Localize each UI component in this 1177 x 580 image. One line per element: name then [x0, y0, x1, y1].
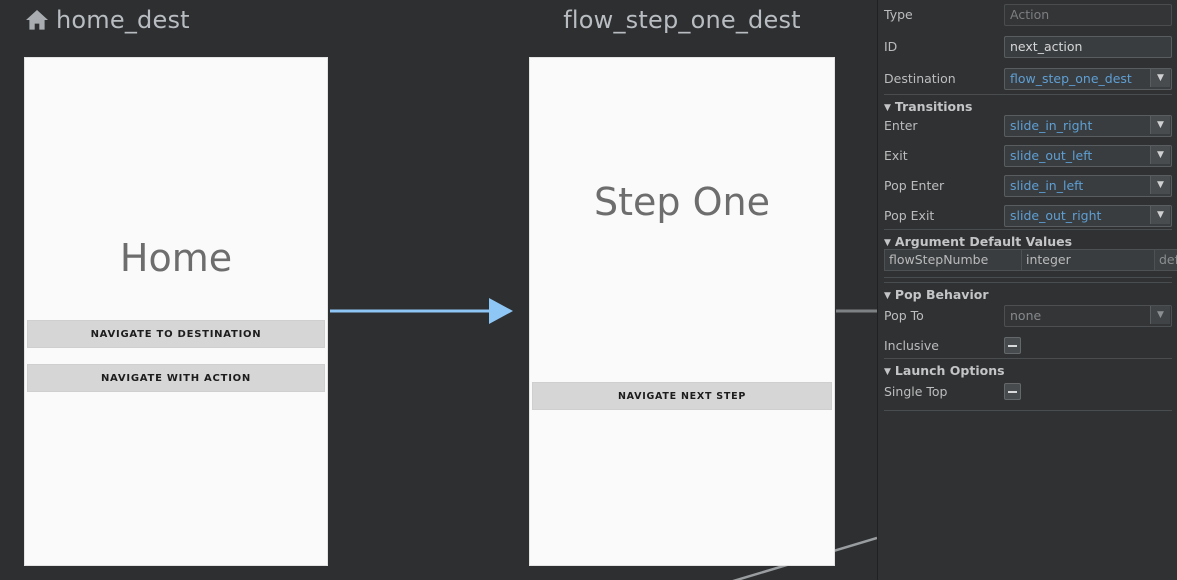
- home-icon: [26, 10, 48, 30]
- property-label-pop-enter: Pop Enter: [884, 178, 945, 193]
- section-separator: [884, 282, 1172, 283]
- id-field[interactable]: next_action: [1004, 36, 1172, 58]
- property-row-type: Type Action: [878, 0, 1177, 30]
- single-top-checkbox[interactable]: [1004, 383, 1021, 400]
- node-title-home-dest: home_dest: [24, 0, 190, 40]
- property-row-pop-enter: Pop Enter slide_in_left ▼: [878, 171, 1177, 201]
- node-title-label: flow_step_one_dest: [563, 6, 801, 34]
- node-title-flow-step-one-dest: flow_step_one_dest: [529, 0, 835, 40]
- navigation-graph-canvas[interactable]: home_dest Home NAVIGATE TO DESTINATION N…: [0, 0, 877, 580]
- preview-button-navigate-with-action[interactable]: NAVIGATE WITH ACTION: [27, 364, 325, 392]
- inclusive-checkbox[interactable]: [1004, 337, 1021, 354]
- property-label-enter: Enter: [884, 118, 918, 133]
- destination-dropdown[interactable]: flow_step_one_dest: [1004, 68, 1172, 90]
- section-title-launch-options: ▼Launch Options: [884, 363, 1005, 378]
- property-row-exit: Exit slide_out_left ▼: [878, 141, 1177, 171]
- chevron-down-icon[interactable]: ▼: [1150, 146, 1170, 164]
- chevron-down-icon[interactable]: ▼: [1150, 116, 1170, 134]
- triangle-down-icon[interactable]: ▼: [884, 291, 891, 301]
- screen-label: Home: [119, 236, 233, 280]
- property-row-inclusive: Inclusive: [878, 331, 1177, 361]
- property-row-pop-exit: Pop Exit slide_out_right ▼: [878, 201, 1177, 231]
- property-label-id: ID: [884, 39, 898, 54]
- node-preview-home-dest: Home NAVIGATE TO DESTINATION NAVIGATE WI…: [25, 58, 327, 565]
- property-row-pop-to: Pop To none ▼: [878, 301, 1177, 331]
- exit-transition-dropdown[interactable]: slide_out_left: [1004, 145, 1172, 167]
- property-row-destination: Destination flow_step_one_dest ▼: [878, 64, 1177, 94]
- chevron-down-icon[interactable]: ▼: [1150, 176, 1170, 194]
- triangle-down-icon[interactable]: ▼: [884, 103, 891, 113]
- preview-button-navigate-next-step[interactable]: NAVIGATE NEXT STEP: [532, 382, 832, 410]
- destination-node-home-dest[interactable]: home_dest Home NAVIGATE TO DESTINATION N…: [24, 0, 328, 568]
- enter-transition-dropdown[interactable]: slide_in_right: [1004, 115, 1172, 137]
- section-title-pop-behavior: ▼Pop Behavior: [884, 287, 989, 302]
- chevron-down-icon[interactable]: ▼: [1150, 69, 1170, 87]
- argument-type-cell[interactable]: integer: [1021, 249, 1155, 271]
- preview-button-navigate-to-destination[interactable]: NAVIGATE TO DESTINATION: [27, 320, 325, 348]
- node-frame-home-dest: Home NAVIGATE TO DESTINATION NAVIGATE WI…: [24, 57, 328, 566]
- section-title-transitions: ▼Transitions: [884, 99, 973, 114]
- property-label-pop-exit: Pop Exit: [884, 208, 935, 223]
- section-pop-behavior[interactable]: ▼Pop Behavior: [878, 282, 1177, 306]
- pop-to-dropdown[interactable]: none: [1004, 305, 1172, 327]
- property-label-single-top: Single Top: [884, 384, 948, 399]
- property-label-type: Type: [884, 7, 913, 22]
- triangle-down-icon[interactable]: ▼: [884, 367, 891, 377]
- section-launch-options[interactable]: ▼Launch Options: [878, 358, 1177, 382]
- node-preview-flow-step-one-dest: Step One NAVIGATE NEXT STEP: [530, 58, 834, 565]
- property-label-destination: Destination: [884, 71, 956, 86]
- section-argument-default-values[interactable]: ▼Argument Default Values: [878, 229, 1177, 253]
- argument-row[interactable]: flowStepNumbe integer default value: [878, 249, 1177, 271]
- type-field[interactable]: Action: [1004, 4, 1172, 26]
- argument-section-bottom-separator: [884, 277, 1172, 278]
- pop-exit-transition-dropdown[interactable]: slide_out_right: [1004, 205, 1172, 227]
- edge-home-to-flow-step-one[interactable]: [330, 298, 513, 324]
- argument-name-cell[interactable]: flowStepNumbe: [884, 249, 1022, 271]
- chevron-down-icon[interactable]: ▼: [1150, 206, 1170, 224]
- chevron-down-icon[interactable]: ▼: [1150, 306, 1170, 324]
- section-separator: [884, 229, 1172, 230]
- screen-label: Step One: [594, 180, 770, 224]
- property-row-single-top: Single Top: [878, 377, 1177, 407]
- triangle-down-icon[interactable]: ▼: [884, 238, 891, 248]
- property-label-pop-to: Pop To: [884, 308, 924, 323]
- property-label-inclusive: Inclusive: [884, 338, 939, 353]
- section-title-argument-default-values: ▼Argument Default Values: [884, 234, 1073, 249]
- node-title-label: home_dest: [56, 6, 190, 34]
- pop-enter-transition-dropdown[interactable]: slide_in_left: [1004, 175, 1172, 197]
- property-row-id: ID next_action: [878, 32, 1177, 62]
- properties-panel: Type Action ID next_action Destination f…: [877, 0, 1177, 580]
- property-row-enter: Enter slide_in_right ▼: [878, 111, 1177, 141]
- property-label-exit: Exit: [884, 148, 908, 163]
- argument-default-value-cell[interactable]: default value: [1154, 249, 1177, 271]
- launch-options-bottom-separator: [884, 410, 1172, 411]
- section-separator: [884, 358, 1172, 359]
- section-transitions[interactable]: ▼Transitions: [878, 94, 1177, 118]
- section-separator: [884, 94, 1172, 95]
- destination-node-flow-step-one-dest[interactable]: flow_step_one_dest Step One NAVIGATE NEX…: [529, 0, 835, 568]
- node-frame-flow-step-one-dest: Step One NAVIGATE NEXT STEP: [529, 57, 835, 566]
